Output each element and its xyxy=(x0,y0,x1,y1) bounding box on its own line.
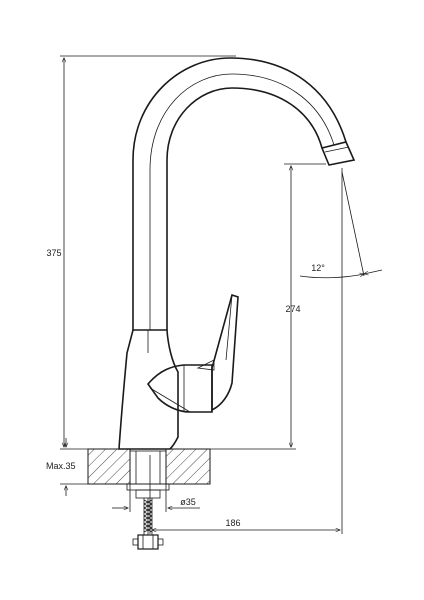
hose-connector-nut xyxy=(132,534,164,550)
braided-hose xyxy=(143,498,153,535)
countertop-section xyxy=(87,448,211,485)
dim-label-186: 186 xyxy=(225,518,240,528)
dim-label-diameter: ø35 xyxy=(180,497,196,507)
dimension-lines xyxy=(60,55,383,534)
dim-label-274: 274 xyxy=(285,304,300,314)
dim-label-375: 375 xyxy=(46,248,61,258)
mounting-assembly xyxy=(126,450,170,550)
dim-label-max35: Max.35 xyxy=(46,461,76,471)
faucet-outline xyxy=(118,57,356,450)
dim-label-angle: 12° xyxy=(311,263,325,273)
